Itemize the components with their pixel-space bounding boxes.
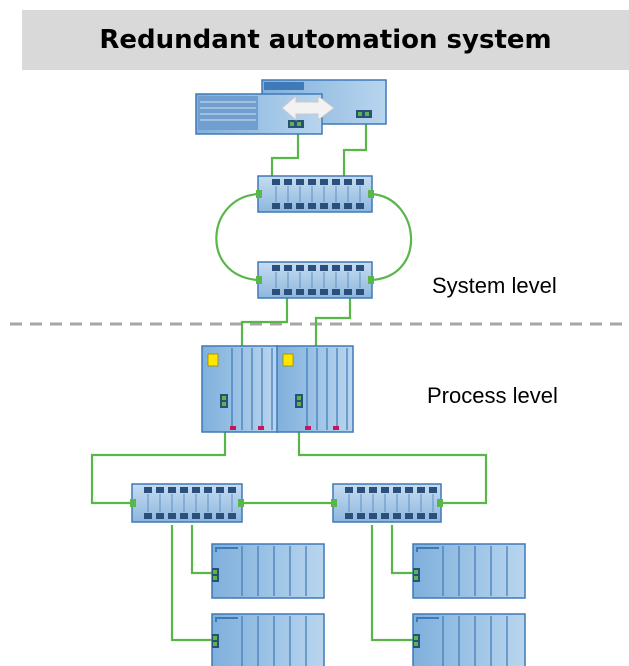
cable-ring-left — [215, 192, 259, 282]
cable-cpu2-right-switch — [297, 405, 488, 505]
cable-left-io2 — [170, 525, 213, 642]
cable-cpu1-left-switch — [90, 405, 227, 505]
field-switch-left — [130, 483, 244, 523]
title-bar: Redundant automation system — [22, 10, 629, 70]
io-rack-left-1 — [211, 543, 325, 599]
cable-ring-right — [371, 192, 413, 282]
switch-bottom — [256, 261, 374, 299]
switch-top — [256, 175, 374, 213]
field-switch-right — [331, 483, 443, 523]
diagram-title: Redundant automation system — [99, 25, 552, 55]
io-rack-left-2 — [211, 613, 325, 666]
cpu-rack-2 — [276, 345, 354, 433]
cable-server2-switch — [342, 122, 368, 176]
cable-switch-cpu1 — [240, 298, 289, 348]
cable-left-io1 — [190, 525, 213, 575]
cable-server1-switch — [270, 122, 300, 176]
network-cables — [90, 122, 488, 642]
cpu-rack-1 — [201, 345, 279, 433]
process-level-label: Process level — [427, 383, 558, 408]
system-level-label: System level — [432, 273, 557, 298]
cable-switch-cpu2 — [314, 298, 352, 348]
io-rack-right-1 — [412, 543, 526, 599]
cable-right-io2 — [370, 525, 414, 642]
redundancy-arrow-icon — [281, 94, 335, 122]
server-pair — [195, 79, 387, 135]
io-rack-right-2 — [412, 613, 526, 666]
cable-right-io1 — [390, 525, 414, 575]
